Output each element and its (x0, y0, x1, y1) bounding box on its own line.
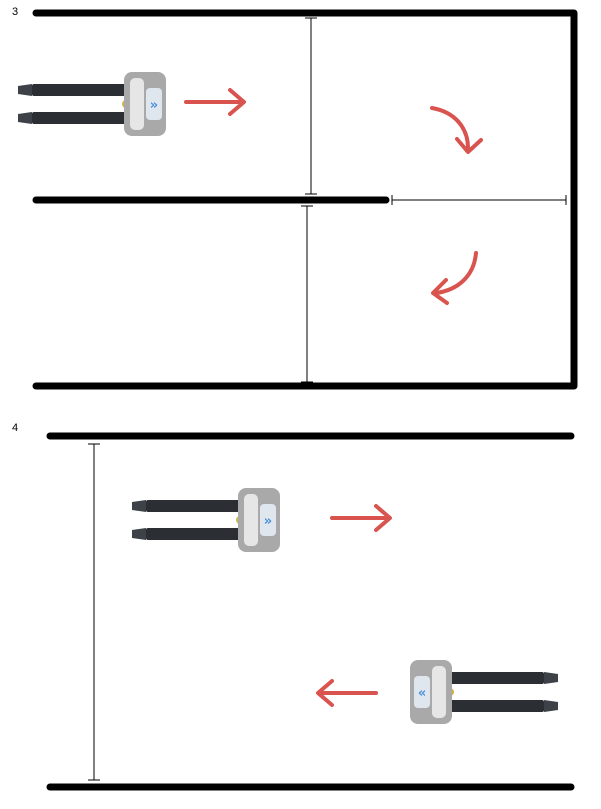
arrow-right-icon (330, 504, 392, 532)
arrow-right-icon (184, 88, 246, 116)
arrow-left-icon (316, 679, 378, 707)
panel-label-3: 3 (12, 6, 19, 18)
curved-arrow-icon (430, 106, 483, 154)
dimension-line-lower-aisle (301, 205, 313, 383)
dimension-line-aisle-width (88, 443, 100, 781)
panel-label-4: 4 (12, 422, 19, 434)
forklift-robot-icon (410, 660, 558, 724)
curved-arrow-icon (431, 251, 478, 305)
dimension-line-upper-aisle (305, 17, 317, 195)
forklift-robot-icon (18, 72, 166, 136)
panel-3 (18, 9, 578, 390)
forklift-robot-icon (132, 488, 280, 552)
panel-4 (46, 432, 575, 791)
dimension-line-turning-width (391, 195, 567, 205)
